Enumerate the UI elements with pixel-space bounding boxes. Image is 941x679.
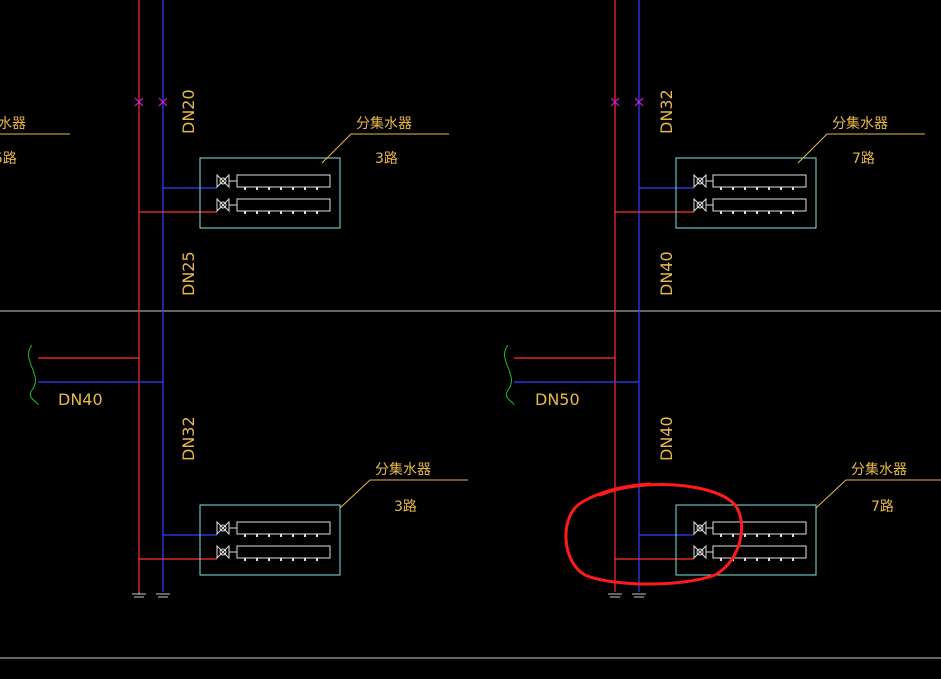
pipe-size-upper: DN20 (179, 89, 198, 134)
inlet-size: DN50 (535, 390, 580, 409)
valve-cross-icon (134, 97, 168, 107)
inlet-pipe: DN50 (504, 344, 639, 409)
highlight-circle (564, 482, 744, 586)
manifold-lower: 分集水器 3路 (139, 461, 468, 576)
pipe-size-lower: DN32 (179, 416, 198, 461)
manifold-circuits: 3路 (375, 151, 398, 167)
pipe-size-middle: DN40 (657, 251, 676, 296)
pipe-break-icon (28, 344, 39, 406)
ground-icon (132, 592, 170, 598)
valve-cross-icon (610, 97, 644, 107)
inlet-pipe: DN40 (28, 344, 163, 409)
pipe-break-icon (504, 344, 515, 406)
ground-icon (608, 593, 646, 598)
pipe-size-lower: DN40 (657, 416, 676, 461)
pipe-size-upper: DN32 (657, 89, 676, 134)
manifold-title: 分集水器 (375, 461, 431, 478)
manifold-title-cutoff: 水器 (0, 116, 26, 132)
manifold-upper: 分集水器 3路 (139, 115, 449, 229)
manifold-circuits: 3路 (394, 499, 417, 515)
right-column: DN32 DN40 DN40 分集水器 7路 (504, 0, 941, 598)
left-column: DN20 DN25 DN32 水器 5路 (0, 0, 468, 598)
manifold-title: 分集水器 (832, 115, 888, 132)
manifold-upper: 分集水器 7路 (615, 115, 925, 229)
manifold-title: 分集水器 (851, 461, 907, 478)
pipe-size-middle: DN25 (179, 251, 198, 296)
inlet-size: DN40 (58, 390, 103, 409)
manifold-lower: 分集水器 7路 (615, 461, 941, 576)
manifold-circuits: 7路 (852, 151, 875, 167)
manifold-title: 分集水器 (356, 115, 412, 132)
manifold-circuits-cutoff: 5路 (0, 151, 17, 167)
manifold-circuits: 7路 (871, 499, 894, 515)
